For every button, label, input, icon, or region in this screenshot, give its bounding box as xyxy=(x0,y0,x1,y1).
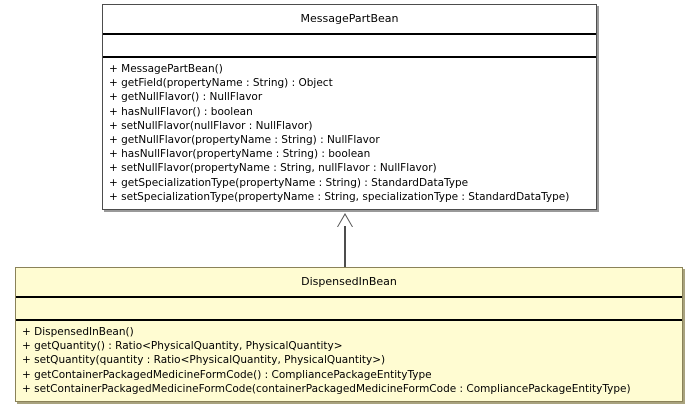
uml-attributes-compartment xyxy=(103,35,596,58)
uml-operation: + setSpecializationType(propertyName : S… xyxy=(109,190,570,203)
uml-operation: + getNullFlavor(propertyName : String) :… xyxy=(109,134,380,147)
uml-class-message-part-bean[interactable]: MessagePartBean + MessagePartBean() + ge… xyxy=(102,4,597,211)
uml-operation: + DispensedInBean() xyxy=(22,326,134,338)
generalization-connector xyxy=(335,213,355,268)
uml-class-dispensed-in-bean[interactable]: DispensedInBean + DispensedInBean() + ge… xyxy=(15,267,683,403)
uml-operation: + setQuantity(quantity : Ratio<PhysicalQ… xyxy=(22,354,386,367)
uml-operation: + getContainerPackagedMedicineFormCode()… xyxy=(22,368,432,381)
uml-operations-compartment: + DispensedInBean() + getQuantity() : Ra… xyxy=(16,321,682,401)
uml-operation: + getQuantity() : Ratio<PhysicalQuantity… xyxy=(22,340,343,353)
uml-attributes-compartment xyxy=(16,298,682,321)
uml-operation: + setContainerPackagedMedicineFormCode(c… xyxy=(22,382,631,395)
uml-operation: + getNullFlavor() : NullFlavor xyxy=(109,91,263,104)
uml-operation: + getSpecializationType(propertyName : S… xyxy=(109,176,469,189)
uml-operations-compartment: + MessagePartBean() + getField(propertyN… xyxy=(103,58,596,209)
uml-class-name: MessagePartBean xyxy=(103,5,596,35)
uml-operation: + setNullFlavor(propertyName : String, n… xyxy=(109,162,437,175)
uml-operation: + hasNullFlavor(propertyName : String) :… xyxy=(109,148,371,161)
uml-operation: + getField(propertyName : String) : Obje… xyxy=(109,77,333,90)
uml-operation: + MessagePartBean() xyxy=(109,63,223,75)
uml-class-name: DispensedInBean xyxy=(16,268,682,298)
uml-operation: + setNullFlavor(nullFlavor : NullFlavor) xyxy=(109,119,313,132)
generalization-line xyxy=(344,226,346,268)
hollow-triangle-inner-icon xyxy=(338,215,352,227)
uml-operation: + hasNullFlavor() : boolean xyxy=(109,105,253,118)
